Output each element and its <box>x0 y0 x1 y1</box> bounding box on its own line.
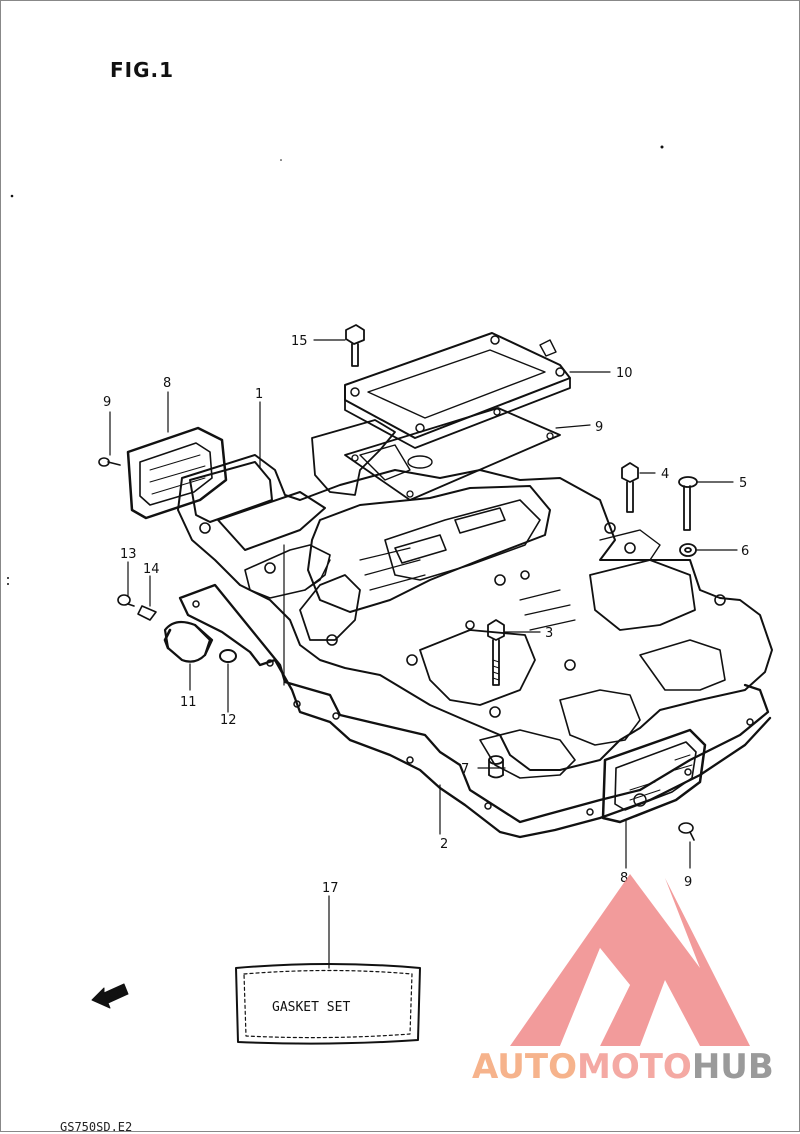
watermark-auto: AUTO <box>472 1047 577 1087</box>
gasket-set-package <box>235 963 421 1045</box>
screw-9-left <box>98 457 121 467</box>
bolt-12 <box>345 324 365 367</box>
cam-cover-plate <box>344 332 571 449</box>
watermark-hub: HUB <box>691 1047 774 1087</box>
end-cap-left <box>126 426 228 520</box>
callout-8-left: 8 <box>163 376 171 391</box>
end-cap-right <box>601 728 707 824</box>
callout-6: 6 <box>741 544 749 559</box>
watermark-text: AUTOMOTOHUB <box>472 1047 774 1087</box>
screw-9-right <box>678 822 695 841</box>
plug-cap-13 <box>163 620 214 663</box>
cam-cover-gasket <box>344 407 561 501</box>
figure-title: FIG.1 <box>110 58 175 82</box>
watermark-moto: MOTO <box>576 1047 692 1087</box>
callout-15-upper: 13 <box>120 547 137 562</box>
callout-9-left: 9 <box>103 395 111 410</box>
callout-7: 7 <box>461 762 469 777</box>
gasket-set-label: GASKET SET <box>272 1000 351 1015</box>
leader-lines <box>109 339 738 969</box>
head-gasket <box>178 583 772 839</box>
callout-labels: 15 10 9 4 5 6 3 7 9 8 1 2 8 9 9 11 12 13… <box>103 334 749 896</box>
gasket-bolt-holes <box>192 600 754 816</box>
callout-12: 15 <box>291 334 308 349</box>
callout-14: 12 <box>220 713 237 728</box>
callout-15-lower: 14 <box>143 562 160 577</box>
callout-9-right-label: 9 <box>684 875 692 890</box>
callout-8-right: 8 <box>620 871 628 886</box>
cam-housing-plate <box>311 419 396 496</box>
bolt-4 <box>621 462 639 513</box>
callout-1: 1 <box>255 387 263 402</box>
model-code: GS750SD.E2 <box>60 1120 133 1134</box>
bolt-3 <box>487 619 505 686</box>
callout-5: 5 <box>739 476 747 491</box>
o-ring-14 <box>219 649 237 663</box>
specks <box>7 145 664 585</box>
cylinder-head-cover <box>177 454 773 779</box>
callout-2: 2 <box>440 837 448 852</box>
callout-17: 17 <box>322 881 339 896</box>
callout-11: 9 <box>595 420 603 435</box>
screw-15-16 <box>117 594 157 621</box>
bolt-5 <box>678 476 698 531</box>
callout-4: 4 <box>661 467 669 482</box>
triangle-m-logo-icon <box>510 874 750 1046</box>
callout-13: 11 <box>180 695 197 710</box>
callout-3: 3 <box>545 626 553 641</box>
forward-arrow-icon: FWD <box>91 983 129 1009</box>
washer-6 <box>679 543 697 557</box>
cover-bosses <box>199 522 726 718</box>
callout-10: 10 <box>616 366 633 381</box>
